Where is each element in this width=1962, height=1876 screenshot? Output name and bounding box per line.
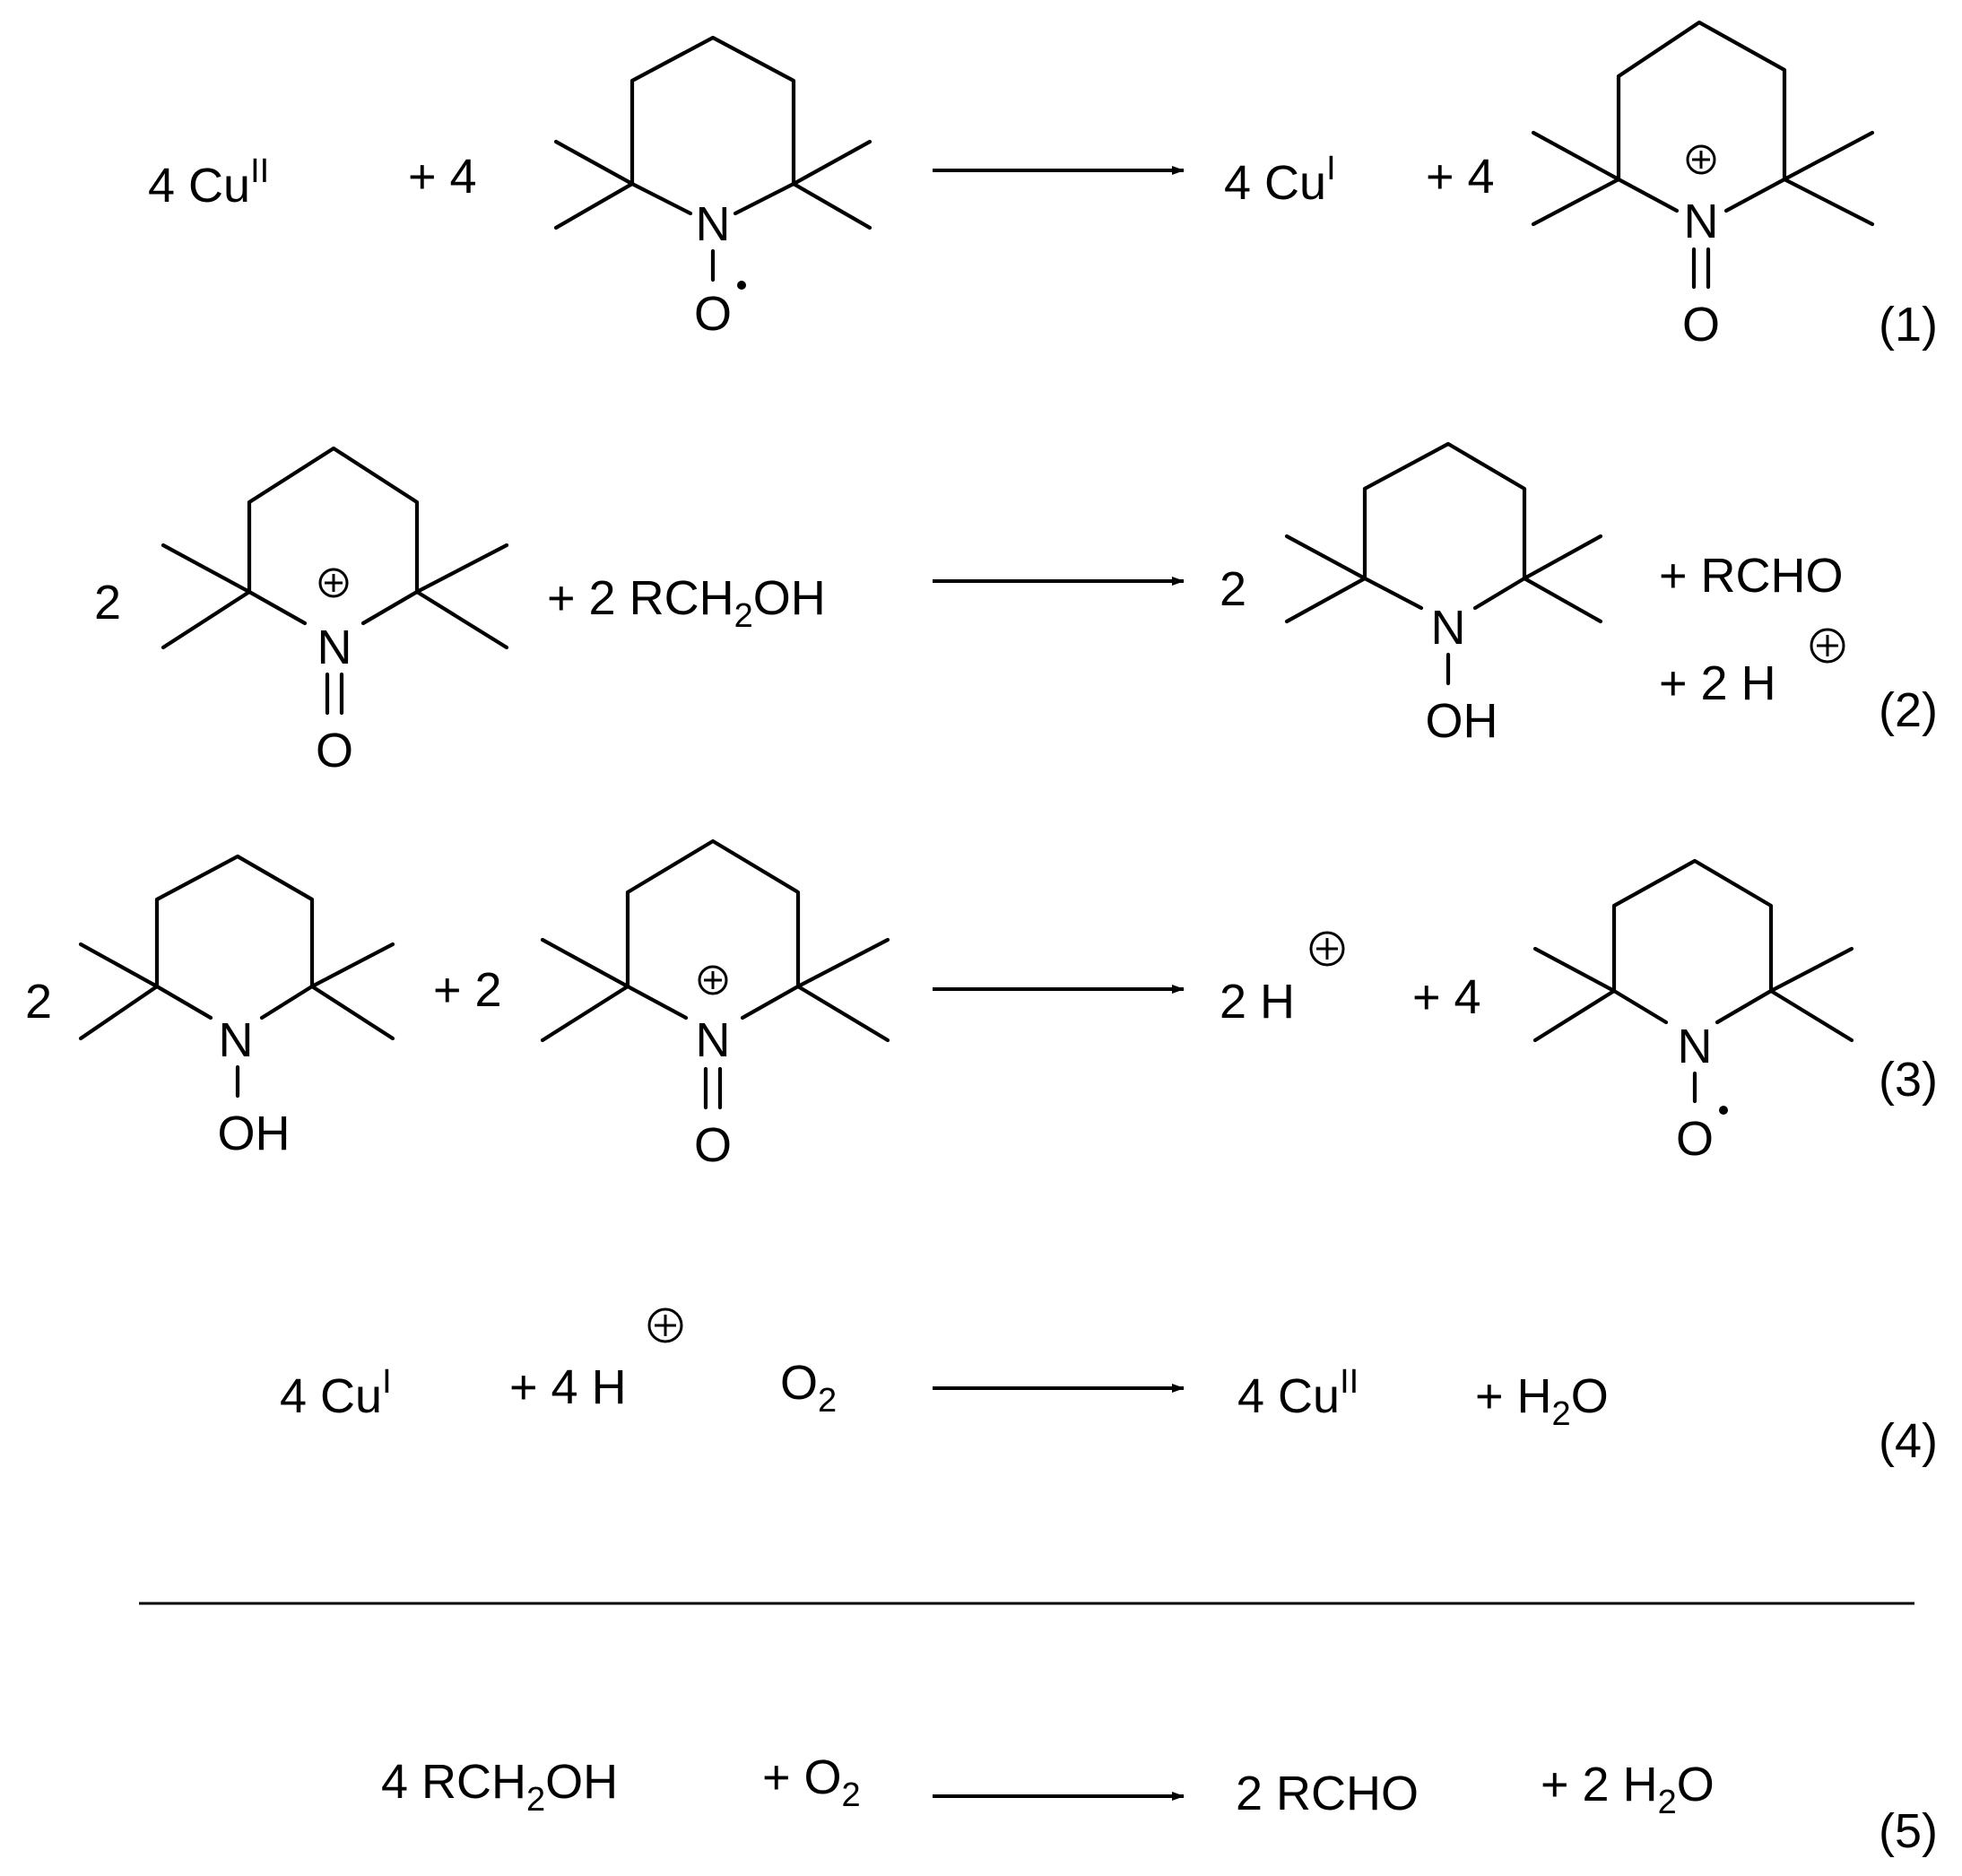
eq3-coefficient-plus-2: + 2 [433, 963, 502, 1017]
positive-charge-icon [318, 568, 349, 598]
eq5-product-water: + 2 H2O [1541, 1758, 1715, 1821]
eq4-product-cu-ii: 4 CuII [1237, 1363, 1359, 1423]
eq2-oxo-n-atom: N [317, 621, 352, 674]
positive-charge-icon [1810, 628, 1845, 664]
eq2-hydroxy-n-atom: N [1431, 601, 1466, 655]
eq1-tempo-o-atom: O [694, 287, 732, 341]
equation-1: 4 CuII + 4 N O 4 CuI + 4 N O (1) [148, 20, 1938, 352]
eq1-number: (1) [1879, 298, 1938, 352]
eq1-coefficient-4: + 4 [408, 150, 477, 204]
oxoammonium-molecule: N O [161, 446, 509, 777]
eq4-reactant-cu-i: 4 CuI [280, 1363, 392, 1423]
hydroxylamine-molecule: N OH [78, 854, 395, 1160]
eq2-reactant-alcohol: + 2 RCH2OH [547, 571, 826, 635]
eq4-number: (4) [1879, 1414, 1938, 1468]
eq1-oxo-n-atom: N [1684, 195, 1719, 248]
radical-dot-icon [1719, 1106, 1728, 1115]
eq3-hydroxy-oh-group: OH [218, 1107, 291, 1160]
oxoammonium-molecule: N O [1531, 20, 1875, 352]
oxoammonium-molecule: N O [540, 838, 890, 1172]
equation-3: 2 N OH + 2 N O 2 H + 4 [25, 838, 1938, 1172]
radical-dot-icon [737, 281, 746, 290]
eq2-oxo-o-atom: O [316, 724, 353, 777]
eq2-product-aldehyde: + RCHO [1659, 549, 1844, 603]
eq2-product-protons: + 2 H [1659, 656, 1776, 710]
positive-charge-icon [1686, 144, 1716, 175]
tempo-radical-molecule: N O [1532, 858, 1854, 1166]
eq3-hydroxy-n-atom: N [219, 1013, 254, 1067]
eq5-reactant-alcohol: 4 RCH2OH [381, 1755, 618, 1819]
equation-5: 4 RCH2OH + O2 2 RCHO + 2 H2O (5) [381, 1750, 1938, 1858]
equation-4: 4 CuI + 4 H O2 4 CuII + H2O (4) [280, 1307, 1938, 1468]
eq5-reactant-oxygen: + O2 [762, 1750, 861, 1814]
eq3-number: (3) [1879, 1053, 1938, 1107]
eq1-reactant-cu-ii: 4 CuII [148, 152, 269, 213]
eq3-tempo-o-atom: O [1676, 1112, 1714, 1166]
eq3-product-coefficient-4: + 4 [1412, 970, 1481, 1024]
eq3-oxo-n-atom: N [696, 1013, 731, 1067]
eq1-product-coefficient-4: + 4 [1426, 150, 1495, 204]
positive-charge-icon [698, 965, 728, 995]
eq2-coefficient-2: 2 [94, 576, 121, 630]
equation-2: 2 N O + 2 RCH2OH 2 N OH + RCHO + 2 H [94, 441, 1938, 777]
eq3-coefficient-2: 2 [25, 975, 52, 1029]
eq3-product-protons: 2 H [1220, 975, 1295, 1029]
eq3-tempo-n-atom: N [1678, 1020, 1713, 1073]
eq4-reactant-oxygen: O2 [780, 1356, 837, 1420]
eq4-product-water: + H2O [1475, 1369, 1609, 1433]
eq1-product-cu-i: 4 CuI [1224, 150, 1336, 210]
eq5-number: (5) [1879, 1804, 1938, 1858]
positive-charge-icon [1309, 931, 1345, 967]
eq2-number: (2) [1879, 683, 1938, 737]
eq5-product-aldehyde: 2 RCHO [1236, 1767, 1419, 1820]
eq1-oxo-o-atom: O [1682, 298, 1720, 352]
tempo-radical-molecule: N O [553, 35, 872, 341]
hydroxylamine-molecule: N OH [1284, 441, 1603, 748]
eq1-tempo-n-atom: N [696, 197, 731, 251]
eq4-reactant-protons: + 4 H [509, 1360, 627, 1414]
eq2-hydroxy-oh-group: OH [1426, 694, 1498, 748]
positive-charge-icon [647, 1307, 683, 1343]
eq2-product-coefficient-2: 2 [1220, 562, 1246, 616]
eq3-oxo-o-atom: O [694, 1118, 732, 1172]
